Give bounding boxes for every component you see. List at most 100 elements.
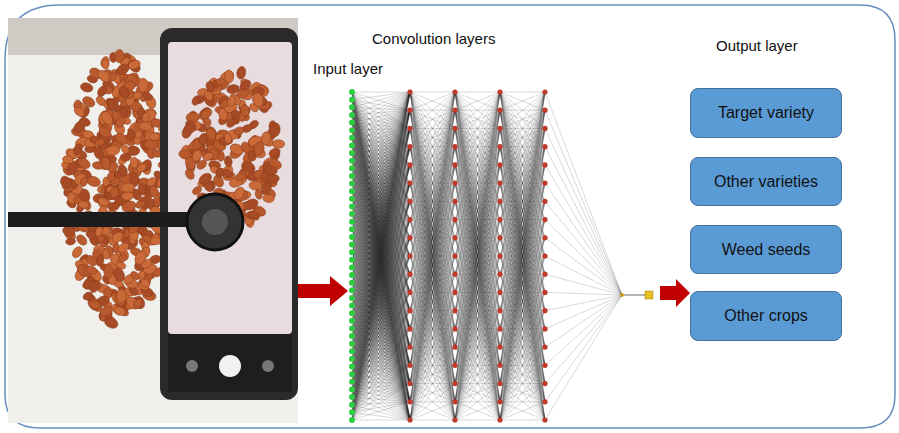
flow-arrow: [298, 276, 348, 306]
network-link: [352, 92, 410, 100]
network-link: [352, 420, 410, 421]
bean: [240, 104, 250, 117]
network-link: [352, 165, 410, 420]
bean: [270, 122, 281, 137]
bean: [144, 140, 158, 150]
network-link: [455, 92, 500, 420]
bean: [78, 201, 89, 209]
network-link: [352, 311, 410, 420]
network-link: [410, 420, 455, 421]
network-link: [352, 128, 410, 420]
bean: [94, 225, 104, 237]
network-link: [410, 347, 455, 420]
network-link: [352, 274, 410, 412]
neural-network: [349, 89, 653, 423]
bean-pile: [59, 49, 177, 330]
bean: [96, 84, 109, 98]
bean: [102, 59, 110, 69]
network-link: [410, 92, 455, 402]
bean: [138, 78, 148, 92]
bean: [146, 198, 154, 209]
network-link: [410, 92, 455, 93]
network-link: [352, 201, 410, 420]
network-link: [352, 402, 410, 420]
network-link: [410, 201, 455, 420]
bean: [238, 78, 253, 93]
bean: [121, 191, 134, 200]
bean: [224, 155, 233, 167]
bean: [72, 142, 85, 156]
bean: [240, 141, 251, 154]
gallery-button: [186, 360, 198, 372]
bean: [116, 163, 129, 178]
network-link: [410, 274, 455, 420]
bean: [59, 174, 74, 190]
camera-controls: [168, 334, 292, 392]
bean: [139, 121, 152, 131]
bean: [113, 305, 127, 317]
network-link: [352, 311, 410, 413]
bean: [102, 249, 111, 260]
network-link: [352, 147, 410, 420]
bean: [114, 115, 128, 129]
bean: [79, 81, 94, 93]
phone-screen: [168, 42, 292, 334]
bean: [254, 189, 263, 200]
bean: [205, 127, 218, 142]
network-link: [352, 110, 410, 420]
network-link: [455, 110, 500, 420]
bean: [203, 89, 215, 101]
seed-photo: [8, 18, 298, 423]
bean: [129, 270, 141, 282]
network-link: [352, 384, 410, 420]
bean: [108, 71, 118, 83]
bean: [111, 187, 119, 198]
bean: [113, 131, 129, 146]
network-link: [410, 292, 455, 420]
network-link: [352, 92, 410, 93]
switch-button: [262, 360, 274, 372]
bean: [62, 155, 74, 165]
bean: [117, 252, 129, 264]
bean: [232, 185, 247, 201]
bean: [99, 109, 115, 126]
bean: [73, 105, 87, 118]
network-link: [410, 128, 455, 420]
bean: [130, 157, 138, 168]
bean: [224, 70, 234, 83]
bean: [145, 176, 158, 188]
network-link: [352, 183, 410, 420]
shutter-button: [219, 355, 241, 377]
network-link: [410, 92, 455, 110]
network-link: [410, 110, 455, 420]
bean: [76, 156, 92, 171]
bean: [134, 199, 146, 210]
bean: [263, 194, 275, 203]
bean: [190, 94, 202, 107]
network-link: [455, 92, 500, 93]
network-link: [410, 384, 455, 420]
network-link: [410, 365, 455, 420]
bean: [139, 277, 151, 288]
bean: [222, 168, 235, 180]
bean: [149, 133, 159, 140]
bean: [184, 156, 197, 172]
bean: [65, 238, 76, 246]
network-link: [455, 92, 500, 110]
bean: [215, 167, 224, 178]
network-link: [352, 92, 410, 420]
bean: [127, 58, 142, 71]
network-link: [352, 347, 410, 420]
bean: [115, 49, 125, 63]
bean: [86, 175, 102, 188]
bean: [99, 304, 115, 318]
bean: [99, 55, 110, 68]
network-link: [410, 92, 455, 420]
table-surface: [8, 18, 298, 423]
bean: [88, 279, 101, 294]
network-link: [410, 329, 455, 420]
bean: [105, 145, 120, 156]
bean: [197, 171, 214, 187]
